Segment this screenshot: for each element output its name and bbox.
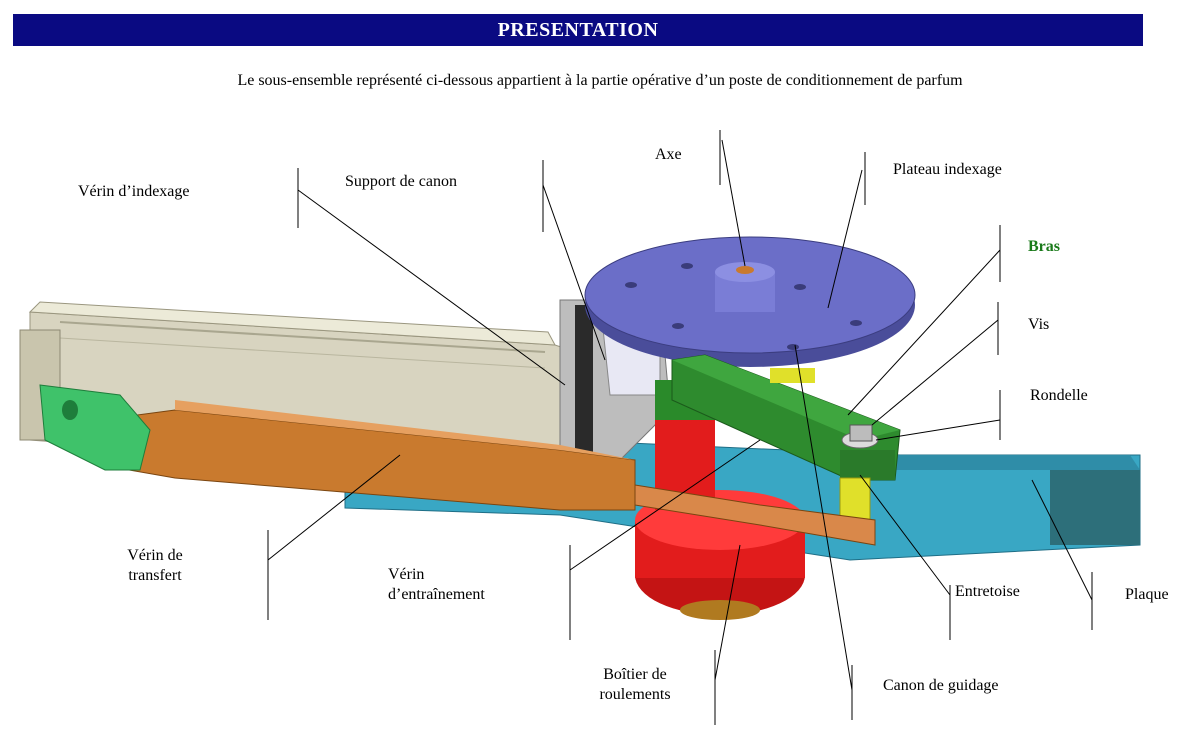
verin-indexage-top (28, 301, 556, 346)
label-boitier-line1: Boîtier de (603, 666, 667, 683)
label-bras: Bras (1028, 238, 1060, 255)
label-axe: Axe (655, 146, 682, 163)
label-boitier-line2: roulements (599, 686, 671, 703)
label-rondelle: Rondelle (1030, 387, 1088, 404)
label-verin-transfert-line1: Vérin de (127, 547, 183, 564)
verin-entrainement-rod (634, 484, 876, 546)
label-verin-entrainement: Vérin d’entraînement (388, 565, 485, 605)
intro-text: Le sous-ensemble représenté ci-dessous a… (237, 72, 963, 89)
label-boitier-roulements: Boîtier de roulements (585, 665, 685, 705)
label-verin-transfert: Vérin de transfert (110, 546, 200, 586)
page-title: PRESENTATION (13, 14, 1143, 46)
label-plateau-indexage: Plateau indexage (893, 161, 1002, 178)
label-verin-entrainement-line1: Vérin (388, 566, 425, 583)
plaque-plate-end (1050, 470, 1140, 545)
label-entretoise: Entretoise (955, 583, 1020, 600)
label-vis: Vis (1028, 316, 1050, 333)
label-plaque: Plaque (1125, 586, 1169, 603)
label-verin-entrainement-line2: d’entraînement (388, 586, 485, 603)
label-verin-transfert-line2: transfert (128, 567, 182, 584)
label-support-canon: Support de canon (345, 173, 457, 190)
plaque-plate-top (860, 455, 1140, 470)
label-canon-guidage: Canon de guidage (883, 677, 999, 694)
label-verin-indexage: Vérin d’indexage (78, 183, 190, 200)
